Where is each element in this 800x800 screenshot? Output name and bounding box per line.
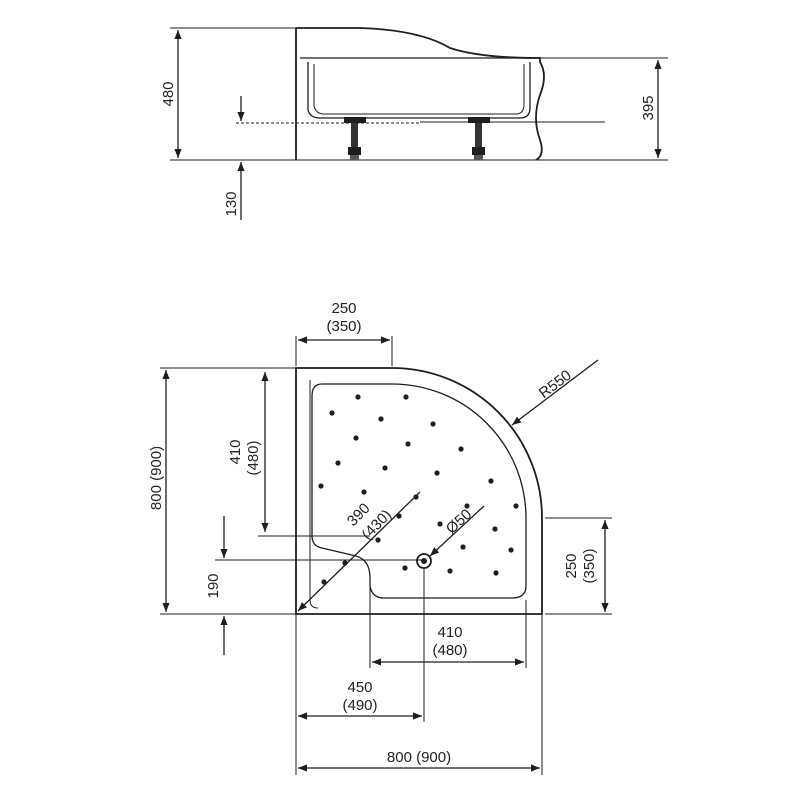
dim-label-480: 480 bbox=[160, 81, 177, 106]
dim-label-radius: R550 bbox=[536, 367, 575, 402]
dimension-130: 130 bbox=[223, 96, 245, 220]
dimension-radius: R550 bbox=[511, 359, 599, 426]
side-view: 480 395 130 bbox=[160, 27, 668, 220]
tray-plan-outline bbox=[295, 367, 543, 615]
dimension-480: 480 bbox=[160, 27, 296, 161]
dim-label-plan-width: 800 (900) bbox=[387, 749, 451, 766]
dimension-diagonal: 390 (430) bbox=[297, 491, 421, 612]
tray-side-outline bbox=[295, 27, 545, 161]
tray-basin bbox=[307, 62, 531, 119]
dim-label-395: 395 bbox=[640, 95, 657, 120]
dimension-drain: Ø50 bbox=[429, 505, 485, 557]
tray-plan-inner bbox=[311, 383, 527, 599]
dim-label-right: 250 bbox=[563, 553, 580, 578]
dim-label-inner-width-alt: (480) bbox=[432, 642, 467, 659]
dimension-plan-height: 800 (900) bbox=[148, 367, 296, 615]
dim-label-drain: Ø50 bbox=[443, 506, 475, 538]
support-leg-right bbox=[468, 117, 490, 160]
dim-label-right-alt: (350) bbox=[581, 548, 598, 583]
dimension-plan-width: 800 (900) bbox=[298, 614, 543, 775]
dimension-seat-height: 190 bbox=[205, 516, 424, 655]
drain-icon bbox=[416, 553, 432, 569]
dimension-left-depth: 410 (480) bbox=[227, 372, 370, 537]
dim-label-inner-width: 410 bbox=[437, 624, 462, 641]
dimension-drain-x: 450 (490) bbox=[295, 568, 425, 775]
dimension-395: 395 bbox=[540, 57, 668, 161]
dim-label-drain-x-alt: (490) bbox=[342, 697, 377, 714]
dim-label-seat-height: 190 bbox=[205, 573, 222, 598]
dim-label-top: 250 bbox=[331, 300, 356, 317]
anti-slip-dots bbox=[318, 394, 519, 585]
dimension-top-offset: 250 (350) bbox=[295, 300, 393, 366]
dimension-inner-width: 410 (480) bbox=[369, 578, 527, 668]
support-leg-left bbox=[344, 117, 366, 160]
dim-label-drain-x: 450 bbox=[347, 679, 372, 696]
dim-label-plan-height: 800 (900) bbox=[148, 446, 165, 510]
dim-label-left-depth: 410 bbox=[227, 439, 244, 464]
dimension-right-offset: 250 (350) bbox=[545, 517, 612, 615]
dim-label-left-depth-alt: (480) bbox=[245, 440, 262, 475]
plan-view: 250 (350) R550 800 (900) 410 (480) bbox=[148, 300, 612, 775]
dim-label-top-alt: (350) bbox=[326, 318, 361, 335]
dim-label-130: 130 bbox=[223, 191, 240, 216]
